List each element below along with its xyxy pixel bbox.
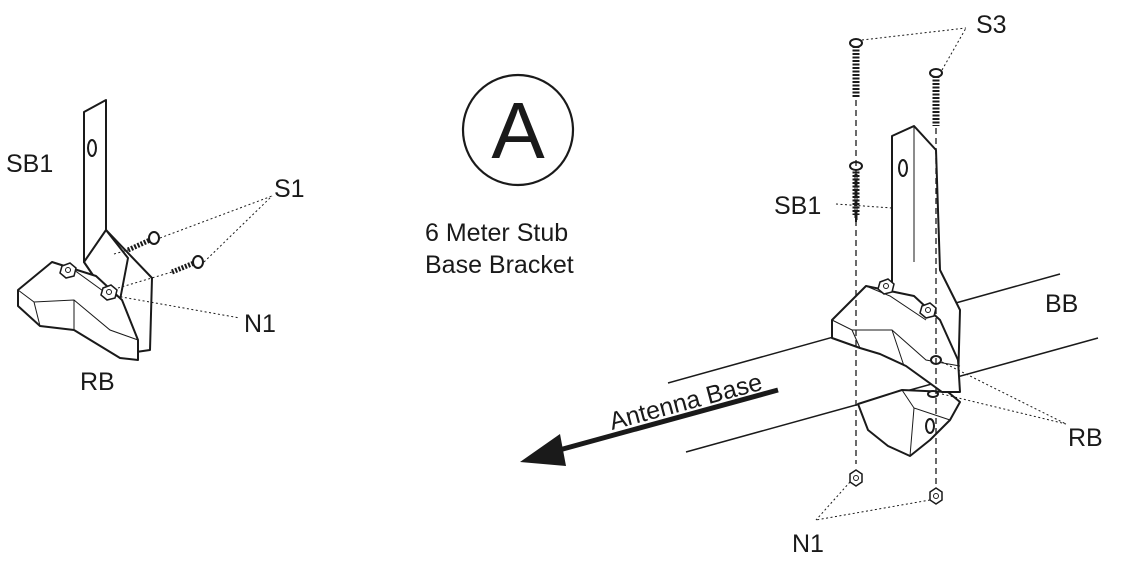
right-sb1-label: SB1: [774, 192, 821, 220]
right-bolt-1-upper: [849, 38, 863, 98]
right-bottom-nut-1: [849, 469, 863, 487]
right-sb1-leader: [835, 203, 893, 209]
left-screw-2: [171, 255, 204, 275]
right-bb-label: BB: [1045, 290, 1078, 318]
antenna-base-arrow: [520, 387, 779, 466]
right-plate-hole: [898, 159, 908, 177]
right-bottom-nut-2: [929, 487, 943, 505]
right-rb-leader: [941, 361, 1067, 425]
left-bracket-assembly: [17, 99, 273, 361]
right-s3-label: S3: [976, 11, 1007, 39]
right-bracket-nut-2: [919, 302, 937, 319]
left-screw-1: [126, 231, 160, 253]
right-bracket-assembly: [667, 27, 1099, 521]
left-plate-hole: [87, 139, 97, 157]
callout-letter: A: [491, 86, 545, 175]
right-n1-leader: [815, 481, 931, 521]
right-rb-label: RB: [1068, 424, 1103, 452]
left-sb1-label: SB1: [6, 150, 53, 178]
left-base-bracket-detail: [17, 289, 139, 341]
right-n1-label: N1: [792, 530, 824, 558]
left-base-bracket: [17, 261, 139, 361]
left-s1-leader: [159, 195, 273, 263]
left-nut-2: [100, 284, 118, 301]
title-line-1: 6 Meter Stub: [425, 219, 568, 247]
right-lower-clamp: [857, 389, 961, 457]
right-bolt-2: [929, 68, 943, 126]
left-rb-label: RB: [80, 368, 115, 396]
left-nut-1: [59, 262, 77, 279]
left-n1-leader: [115, 295, 241, 319]
left-plate-edge: [83, 100, 107, 262]
callout-circle: [461, 73, 575, 187]
left-s1-label: S1: [274, 175, 305, 203]
right-bracket-nut-1: [877, 278, 895, 295]
left-n1-label: N1: [244, 310, 276, 338]
right-s3-leader: [861, 27, 967, 71]
title-line-2: Base Bracket: [425, 251, 574, 279]
